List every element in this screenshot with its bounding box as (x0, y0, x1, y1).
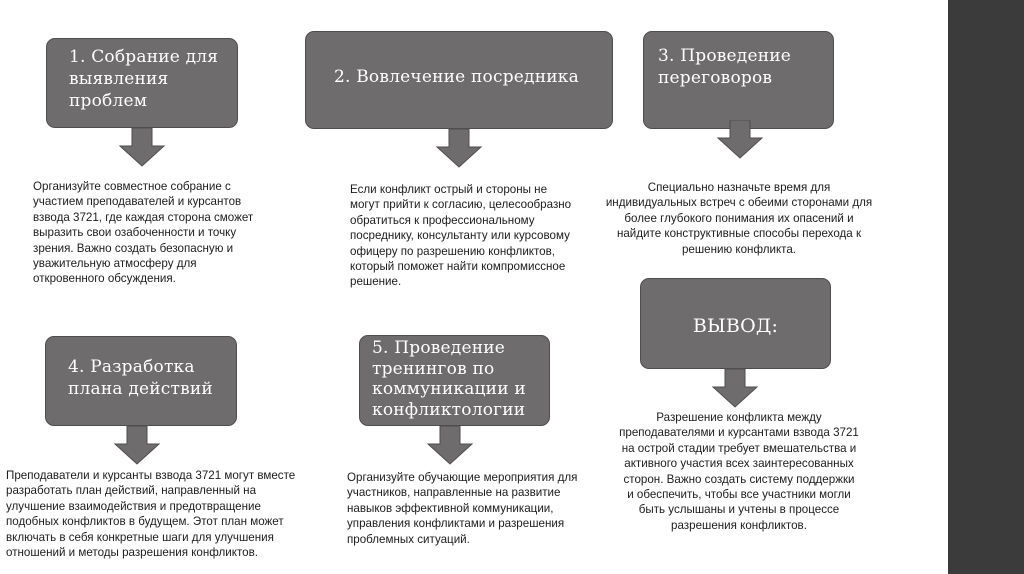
step-4-description: Преподаватели и курсанты взвода 3721 мог… (6, 469, 296, 560)
step-2-title: 2. Вовлечение посредника (334, 67, 579, 87)
right-side-bar (948, 0, 1024, 574)
step-5-title: 5. Проведение тренингов по коммуникации … (372, 338, 526, 420)
conclusion-description: Разрешение конфликта между преподавателя… (619, 411, 859, 532)
step-1-title: 1. Собрание для выявления проблем (69, 47, 219, 111)
step-3-arrow-icon (716, 120, 764, 159)
step-2-arrow-icon (435, 129, 483, 168)
step-5-arrow-icon (426, 426, 474, 465)
step-1-box: 1. Собрание для выявления проблем (46, 38, 238, 128)
step-2-description: Если конфликт острый и стороны не могут … (350, 183, 572, 289)
step-5-description: Организуйте обучающие мероприятия для уч… (347, 471, 578, 546)
conclusion-box: ВЫВОД: (640, 278, 831, 369)
step-4-box: 4. Разработка плана действий (45, 336, 237, 426)
conclusion-title: ВЫВОД: (692, 315, 779, 337)
step-4-title: 4. Разработка плана действий (68, 357, 213, 399)
step-1-arrow-icon (118, 128, 166, 167)
step-3-description: Специально назначьте время для индивидуа… (605, 181, 873, 256)
step-4-arrow-icon (113, 426, 161, 465)
step-5-box: 5. Проведение тренингов по коммуникации … (359, 335, 550, 426)
step-3-box: 3. Проведение переговоров (643, 31, 834, 129)
step-3-title: 3. Проведение переговоров (658, 46, 792, 88)
conclusion-arrow-icon (711, 369, 759, 408)
step-2-box: 2. Вовлечение посредника (305, 31, 613, 129)
step-1-description: Организуйте совместное собрание с участи… (33, 180, 254, 286)
